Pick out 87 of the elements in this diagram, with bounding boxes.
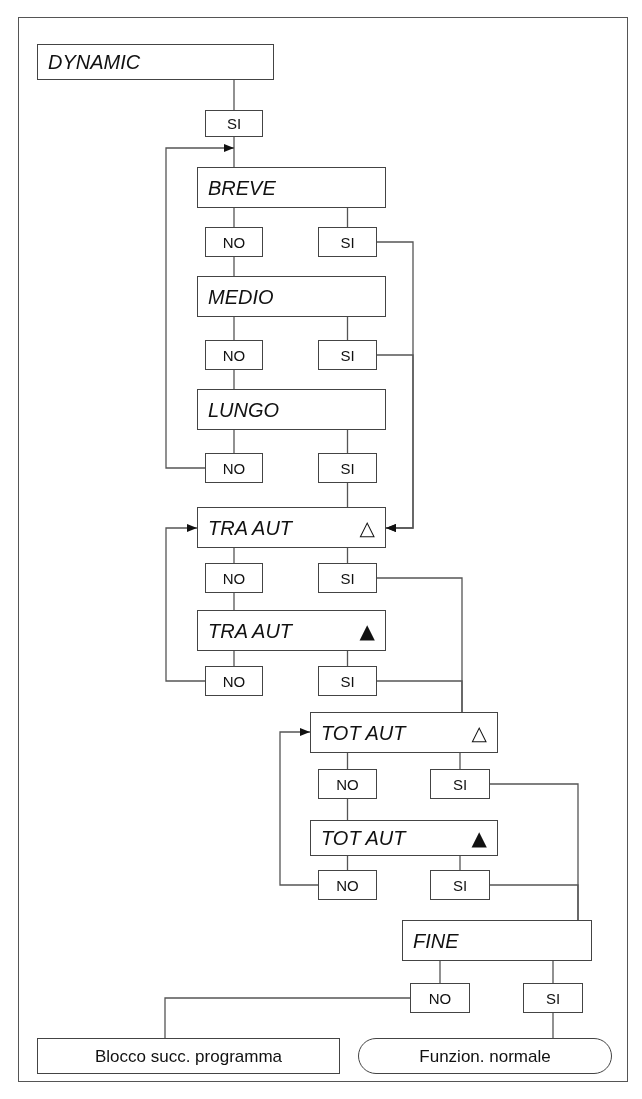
node-label: SI — [340, 234, 355, 250]
step-box — [197, 610, 386, 651]
answer-box — [430, 769, 490, 799]
step-box — [37, 44, 274, 80]
step-box — [197, 389, 386, 430]
answer-box — [318, 227, 377, 257]
node-label: SI — [340, 460, 355, 476]
node-label: TOT AUT — [321, 828, 406, 848]
connector-line — [346, 316, 349, 341]
connector-line — [346, 798, 349, 821]
node-label: SI — [226, 116, 242, 131]
answer-box — [205, 563, 263, 593]
answer-box — [318, 870, 377, 900]
connector-line — [164, 997, 411, 1039]
end-box — [37, 1038, 340, 1074]
answer-box — [205, 227, 263, 257]
node-label: SI — [340, 673, 355, 689]
node-label: MEDIO — [208, 286, 274, 307]
node-label: NO — [428, 990, 452, 1006]
node-label: NO — [336, 877, 359, 893]
arrow — [165, 144, 235, 469]
answer-box — [410, 983, 470, 1013]
answer-box — [523, 983, 583, 1013]
arrow — [279, 728, 319, 886]
node-label: Funzion. normale — [419, 1047, 551, 1065]
answer-box — [205, 666, 263, 696]
node-label: NO — [222, 347, 246, 363]
step-box — [197, 167, 386, 208]
node-label: LUNGO — [208, 399, 280, 420]
step-box — [310, 820, 498, 856]
connector-line — [233, 369, 235, 390]
connector-line — [233, 547, 235, 564]
connector-line — [552, 960, 554, 984]
node-label: TOT AUT — [321, 722, 406, 743]
node-label: BREVE — [208, 177, 276, 198]
connector-line — [233, 256, 235, 277]
step-box — [310, 712, 498, 753]
node-label: SI — [340, 347, 355, 363]
triangle-symbol: ▲ — [359, 620, 375, 641]
answer-box — [318, 563, 377, 593]
triangle-symbol: △ — [359, 517, 375, 538]
terminal-box — [358, 1038, 612, 1074]
node-label: NO — [336, 776, 359, 792]
step-box — [197, 507, 386, 548]
connector-line — [552, 1012, 554, 1039]
node-label: SI — [452, 776, 468, 792]
answer-box — [318, 340, 377, 370]
connector-line — [346, 207, 349, 228]
node-label: DYNAMIC — [48, 52, 141, 72]
connector-line — [346, 429, 349, 454]
connector-line — [233, 207, 235, 228]
step-box — [402, 920, 592, 961]
answer-box — [430, 870, 490, 900]
connector-line — [233, 136, 235, 168]
step-box — [197, 276, 386, 317]
node-label: NO — [222, 673, 246, 689]
connector-line — [233, 429, 235, 454]
arrow — [376, 354, 414, 532]
node-label: NO — [222, 234, 246, 250]
node-label: TRA AUT — [208, 517, 293, 538]
answer-box — [205, 340, 263, 370]
answer-box — [318, 769, 377, 799]
connector-line — [233, 316, 235, 341]
node-label: NO — [222, 460, 246, 476]
node-label: SI — [545, 990, 561, 1006]
triangle-symbol: △ — [471, 722, 487, 743]
arrow — [165, 524, 206, 682]
connector-line — [459, 752, 461, 770]
connector-line — [233, 592, 235, 611]
answer-box — [205, 453, 263, 483]
answer-box — [318, 666, 377, 696]
connector-line — [233, 650, 235, 667]
answer-box — [318, 453, 377, 483]
node-label: TRA AUT — [208, 620, 293, 641]
answer-box — [205, 110, 263, 137]
connector-line — [346, 482, 349, 508]
node-label: SI — [340, 570, 355, 586]
connector-line — [489, 884, 579, 921]
node-label: FINE — [413, 930, 459, 951]
node-label: Blocco succ. programma — [94, 1047, 283, 1065]
connector-line — [459, 855, 461, 871]
node-label: NO — [222, 570, 246, 586]
node-label: SI — [452, 877, 468, 893]
triangle-symbol: ▲ — [471, 828, 487, 848]
connector-line — [233, 79, 235, 111]
connector-line — [439, 960, 441, 984]
connector-line — [376, 680, 463, 713]
